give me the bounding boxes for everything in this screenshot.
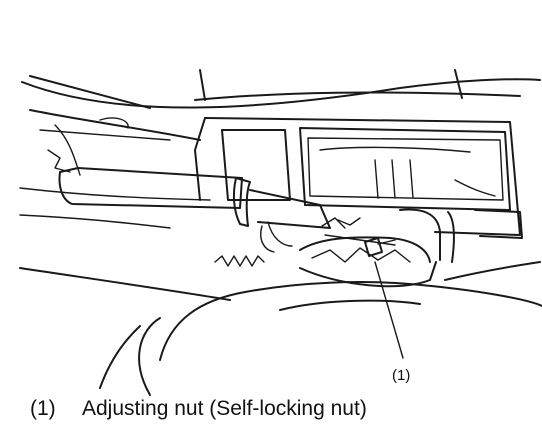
callout-1: (1) <box>374 261 410 384</box>
callout-leader-line <box>374 261 404 359</box>
console-housing <box>194 117 523 263</box>
brake-lever <box>58 167 331 253</box>
seat-cushion <box>99 281 542 396</box>
vehicle-body-lines <box>19 69 541 301</box>
callout-label: (1) <box>392 367 410 384</box>
caption-text: Adjusting nut (Self-locking nut) <box>82 397 367 420</box>
brake-mechanism <box>214 217 437 288</box>
caption-number: (1) <box>30 397 56 420</box>
figure-caption: (1) Adjusting nut (Self-locking nut) <box>30 397 367 421</box>
left-trim-panel <box>29 109 201 176</box>
